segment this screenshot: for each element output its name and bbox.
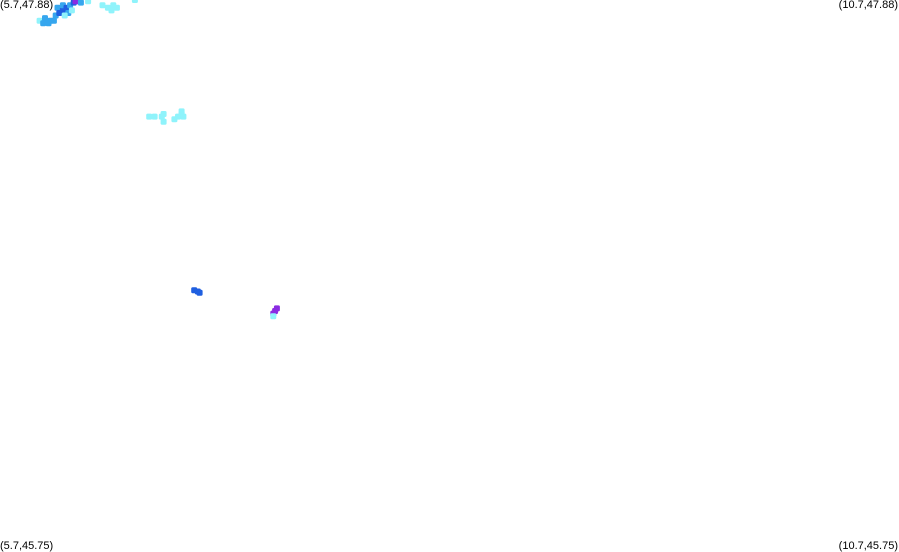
corner-label-bottom-right: (10.7,45.75) <box>838 540 898 552</box>
corner-label-top-right: (10.7,47.88) <box>838 0 898 11</box>
precip-cell <box>110 2 117 9</box>
precip-cell <box>108 7 115 14</box>
corner-label-top-left: (5.7,47.88) <box>0 0 54 11</box>
precip-cell <box>68 7 75 14</box>
precip-cell <box>99 2 106 9</box>
precip-cell <box>85 0 92 5</box>
precip-cell <box>61 12 68 19</box>
precip-cell <box>40 20 47 27</box>
precip-cell <box>50 17 57 24</box>
precipitation-cells <box>36 0 280 320</box>
precip-cell <box>54 4 61 11</box>
precip-cell <box>196 289 203 296</box>
precip-cell <box>180 113 187 120</box>
precip-cell <box>160 118 167 125</box>
precip-cell <box>42 15 48 22</box>
corner-label-bottom-left: (5.7,45.75) <box>0 540 54 552</box>
precip-cell <box>273 305 280 312</box>
precip-cell <box>146 113 153 120</box>
precip-cell <box>45 20 52 27</box>
precip-cell <box>178 108 185 115</box>
precip-cell <box>160 111 167 117</box>
precip-cell <box>131 0 138 3</box>
precip-cell <box>77 0 84 6</box>
precip-cell <box>151 113 158 120</box>
precip-cell <box>270 313 277 320</box>
